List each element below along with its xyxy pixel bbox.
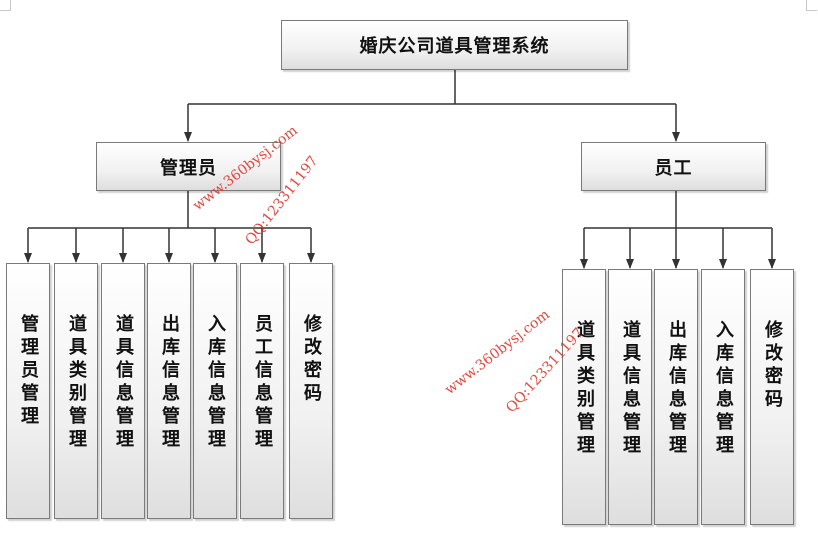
admin-child-node: 修改密码: [289, 263, 333, 519]
corner-mark-left: [0, 0, 11, 11]
root-node: 婚庆公司道具管理系统: [281, 20, 628, 70]
staff-child-node: 入库信息管理: [701, 269, 745, 525]
admin-child-label: 修改密码: [301, 314, 322, 406]
staff-child-node: 出库信息管理: [654, 269, 698, 525]
admin-child-label: 道具类别管理: [66, 314, 87, 452]
role-node-admin: 管理员: [96, 142, 281, 191]
role-node-staff-label: 员工: [654, 157, 693, 179]
corner-mark-right: [806, 0, 817, 11]
admin-child-node: 出库信息管理: [147, 263, 191, 519]
staff-child-label: 入库信息管理: [713, 320, 734, 458]
admin-child-node: 入库信息管理: [193, 263, 237, 519]
admin-child-node: 管理员管理: [6, 263, 50, 519]
staff-child-label: 出库信息管理: [666, 320, 687, 458]
role-node-admin-label: 管理员: [160, 157, 217, 179]
staff-child-node: 道具信息管理: [608, 269, 652, 525]
staff-child-label: 修改密码: [762, 320, 783, 412]
root-node-label: 婚庆公司道具管理系统: [359, 36, 550, 57]
admin-child-label: 员工信息管理: [252, 314, 273, 452]
admin-child-node: 道具信息管理: [101, 263, 145, 519]
admin-child-label: 出库信息管理: [159, 314, 180, 452]
admin-child-label: 道具信息管理: [113, 314, 134, 452]
admin-child-node: 道具类别管理: [54, 263, 98, 519]
staff-child-label: 道具类别管理: [574, 320, 595, 458]
role-node-staff: 员工: [581, 142, 766, 191]
staff-child-node: 道具类别管理: [562, 269, 606, 525]
admin-child-label: 入库信息管理: [205, 314, 226, 452]
staff-child-node: 修改密码: [750, 269, 794, 525]
admin-child-label: 管理员管理: [18, 314, 39, 429]
staff-child-label: 道具信息管理: [620, 320, 641, 458]
admin-child-node: 员工信息管理: [240, 263, 284, 519]
